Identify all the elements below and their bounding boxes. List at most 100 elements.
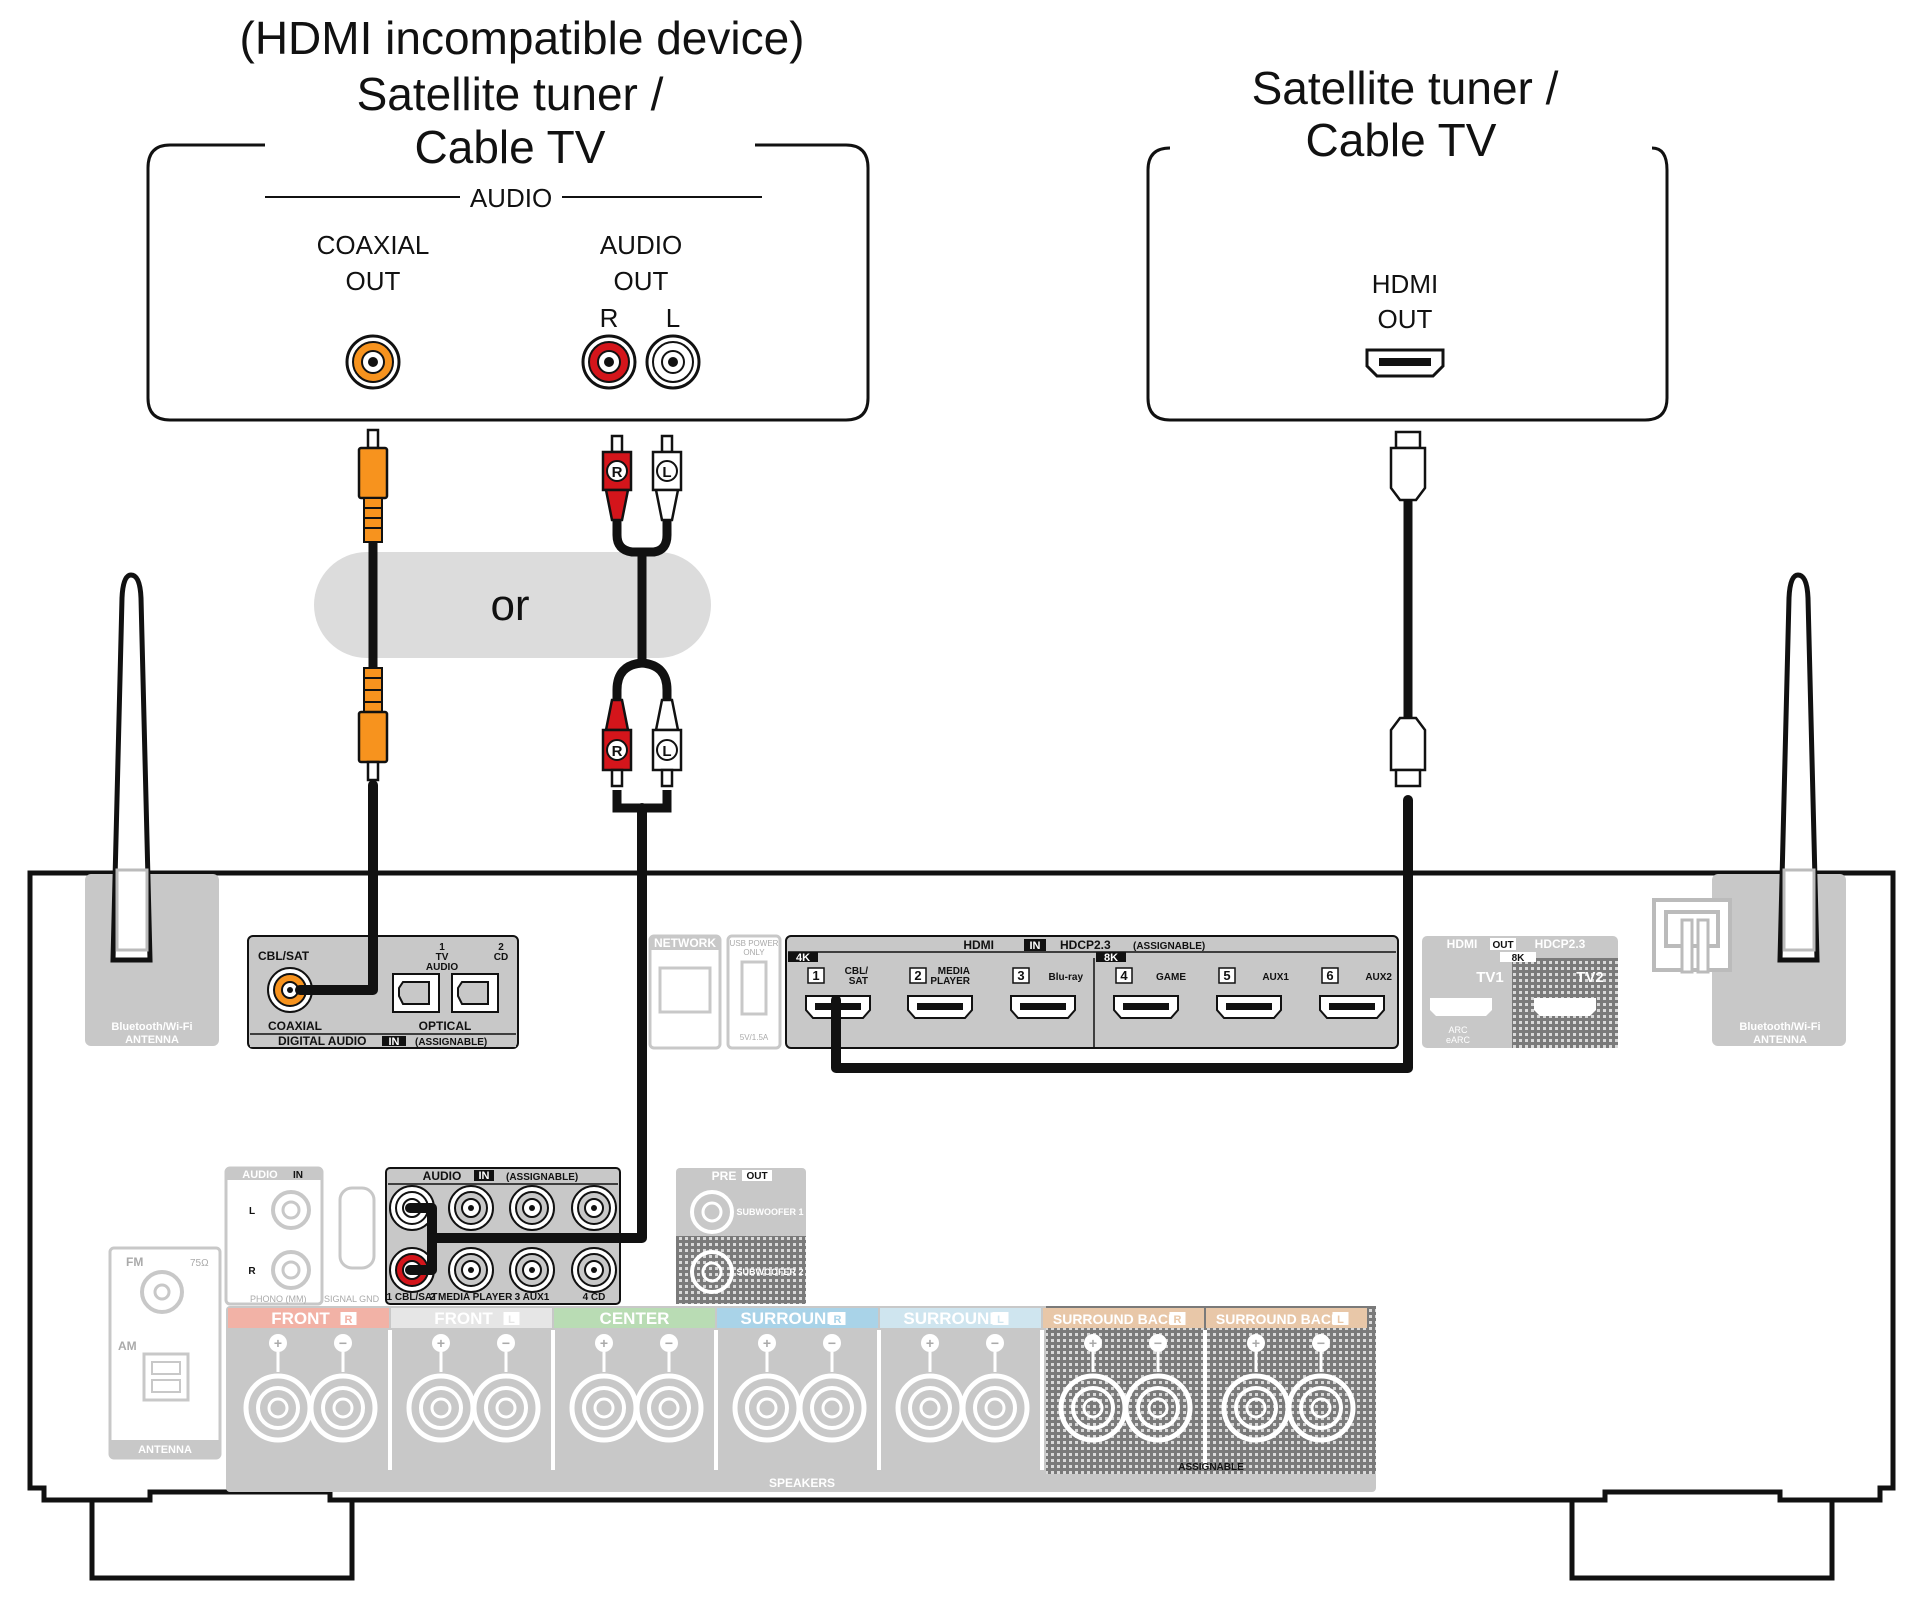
rca-plug-l-bottom-label: L bbox=[662, 743, 671, 760]
rca-plug-r-top-label: R bbox=[612, 464, 623, 481]
hdmi-in-port-name: MEDIA bbox=[938, 966, 970, 977]
antenna-label: ANTENNA bbox=[138, 1444, 192, 1456]
or-bubble bbox=[314, 552, 711, 658]
hdmi-in-port-number: 6 bbox=[1326, 968, 1333, 983]
speaker-side-label: L bbox=[508, 1314, 515, 1326]
svg-text:+: + bbox=[926, 1335, 934, 1351]
audio-in-2-label: 2 MEDIA PLAYER bbox=[430, 1292, 513, 1303]
audio-in-assignable-panel: AUDIO IN (ASSIGNABLE) 1 CBL/SAT 2 MEDIA … bbox=[385, 1167, 621, 1305]
phono-l-label: L bbox=[249, 1206, 255, 1217]
source-device-title-line1: (HDMI incompatible device) bbox=[240, 12, 805, 64]
speaker-side-label: R bbox=[1174, 1314, 1182, 1326]
av-receiver-rear-panel: Bluetooth/Wi-Fi ANTENNA Bluetooth/Wi-Fi … bbox=[27, 572, 1896, 1581]
audio-in-assignable-label: (ASSIGNABLE) bbox=[506, 1172, 578, 1183]
hdmi-in-port-name: CBL/ bbox=[845, 966, 869, 977]
hdmi-in-port-name: AUX2 bbox=[1365, 972, 1392, 983]
speaker-group-label: SURROUND BACK bbox=[1216, 1311, 1341, 1327]
pre-out-header: PRE bbox=[712, 1169, 737, 1183]
svg-text:−: − bbox=[828, 1335, 836, 1351]
hdmi-out-label-line1: HDMI bbox=[1372, 269, 1438, 299]
optical-jack-2 bbox=[451, 973, 499, 1013]
source-device-hdmi: Satellite tuner / Cable TV HDMI OUT bbox=[1146, 62, 1669, 422]
audio-out-l-label: L bbox=[666, 303, 680, 333]
hdmi-device-title-line1: Satellite tuner / bbox=[1252, 62, 1559, 114]
coaxial-out-jack bbox=[345, 334, 401, 390]
optical-2-num: 2 bbox=[498, 942, 504, 953]
bt-antenna-right-label-line2: ANTENNA bbox=[1753, 1034, 1807, 1046]
optical-1-tv-label: TV bbox=[436, 952, 449, 963]
or-label: or bbox=[490, 581, 529, 630]
rca-input-jack bbox=[509, 1185, 555, 1231]
audio-in-assignable-header: AUDIO bbox=[423, 1169, 462, 1183]
coaxial-out-label-line1: COAXIAL bbox=[317, 230, 430, 260]
speakers-assignable-label: ASSIGNABLE bbox=[1178, 1462, 1244, 1473]
audio-in-assignable-badge: IN bbox=[479, 1170, 490, 1182]
coaxial-out-label-line2: OUT bbox=[346, 266, 401, 296]
hdmi-in-hdcp-label: HDCP2.3 bbox=[1060, 938, 1111, 952]
hdmi-out-tv2-label: TV2 bbox=[1576, 969, 1604, 986]
digital-audio-in-badge: IN bbox=[389, 1036, 400, 1048]
svg-text:−: − bbox=[1154, 1335, 1162, 1351]
power-inlet bbox=[1652, 898, 1732, 974]
hdmi-in-badge: IN bbox=[1030, 940, 1041, 952]
audio-out-label-line2: OUT bbox=[614, 266, 669, 296]
speakers-label: SPEAKERS bbox=[769, 1476, 835, 1490]
am-label: AM bbox=[118, 1339, 137, 1353]
hdmi-device-title-line2: Cable TV bbox=[1306, 114, 1497, 166]
bt-antenna-left bbox=[110, 572, 153, 963]
svg-text:+: + bbox=[1252, 1335, 1260, 1351]
hdmi-in-8k-badge: 8K bbox=[1104, 952, 1118, 964]
hdmi-out-hdcp-label: HDCP2.3 bbox=[1535, 937, 1586, 951]
audio-group-label: AUDIO bbox=[470, 183, 552, 213]
analog-audio-cable: R L R L bbox=[405, 434, 683, 1275]
network-label: NETWORK bbox=[654, 936, 716, 950]
bt-antenna-right-label-line1: Bluetooth/Wi-Fi bbox=[1739, 1021, 1820, 1033]
speaker-group-label: FRONT bbox=[271, 1309, 330, 1328]
source-device-title-line2: Satellite tuner / bbox=[357, 68, 664, 120]
svg-text:+: + bbox=[600, 1335, 608, 1351]
rca-plug-r-bottom-label: R bbox=[612, 743, 623, 760]
phono-r-label: R bbox=[248, 1266, 256, 1277]
svg-text:−: − bbox=[1317, 1335, 1325, 1351]
audio-out-r-label: R bbox=[600, 303, 619, 333]
svg-text:−: − bbox=[339, 1335, 347, 1351]
optical-1-audio-label: AUDIO bbox=[426, 962, 458, 973]
speaker-group-label: SURROUND bbox=[740, 1309, 838, 1328]
svg-text:−: − bbox=[665, 1335, 673, 1351]
audio-out-label-line1: AUDIO bbox=[600, 230, 682, 260]
hdmi-in-header: HDMI bbox=[963, 938, 994, 952]
speaker-group-label: CENTER bbox=[600, 1309, 670, 1328]
hdmi-out-arc-label: ARC bbox=[1448, 1025, 1468, 1035]
hdmi-out-tv1-label: TV1 bbox=[1476, 969, 1504, 986]
phono-mm-label: PHONO (MM) bbox=[250, 1294, 307, 1304]
audio-out-l-jack bbox=[645, 334, 701, 390]
rca-input-jack bbox=[448, 1185, 494, 1231]
optical-1-num: 1 bbox=[439, 942, 445, 953]
audio-in-phono-panel: AUDIO IN L R PHONO (MM) SIGNAL GND bbox=[224, 1166, 380, 1306]
hdmi-out-header: HDMI bbox=[1447, 937, 1478, 951]
pre-out-panel: PRE OUT SUBWOOFER 1 SUBWOOFER 2 bbox=[676, 1168, 806, 1304]
digital-audio-footer-label: DIGITAL AUDIO bbox=[278, 1034, 366, 1048]
phono-audio-header: AUDIO bbox=[242, 1169, 278, 1181]
source-device-title-line3: Cable TV bbox=[415, 121, 606, 173]
bt-antenna-left-label-line1: Bluetooth/Wi-Fi bbox=[111, 1021, 192, 1033]
subwoofer-1-label: SUBWOOFER 1 bbox=[736, 1207, 803, 1217]
hdmi-out-8k-badge: 8K bbox=[1512, 953, 1526, 964]
hdmi-in-port-name-line2: SAT bbox=[849, 976, 868, 987]
phono-in-badge: IN bbox=[293, 1170, 303, 1181]
rca-input-jack bbox=[571, 1247, 617, 1293]
speaker-group-label: SURROUND bbox=[903, 1309, 1001, 1328]
speaker-side-label: L bbox=[1337, 1314, 1344, 1326]
digital-audio-in-panel: CBL/SAT COAXIAL 1 TV AUDIO 2 CD OPTICAL … bbox=[247, 935, 519, 1049]
fm-am-antenna-panel: FM 75Ω AM ANTENNA bbox=[108, 1246, 222, 1460]
optical-2-cd-label: CD bbox=[494, 952, 508, 963]
